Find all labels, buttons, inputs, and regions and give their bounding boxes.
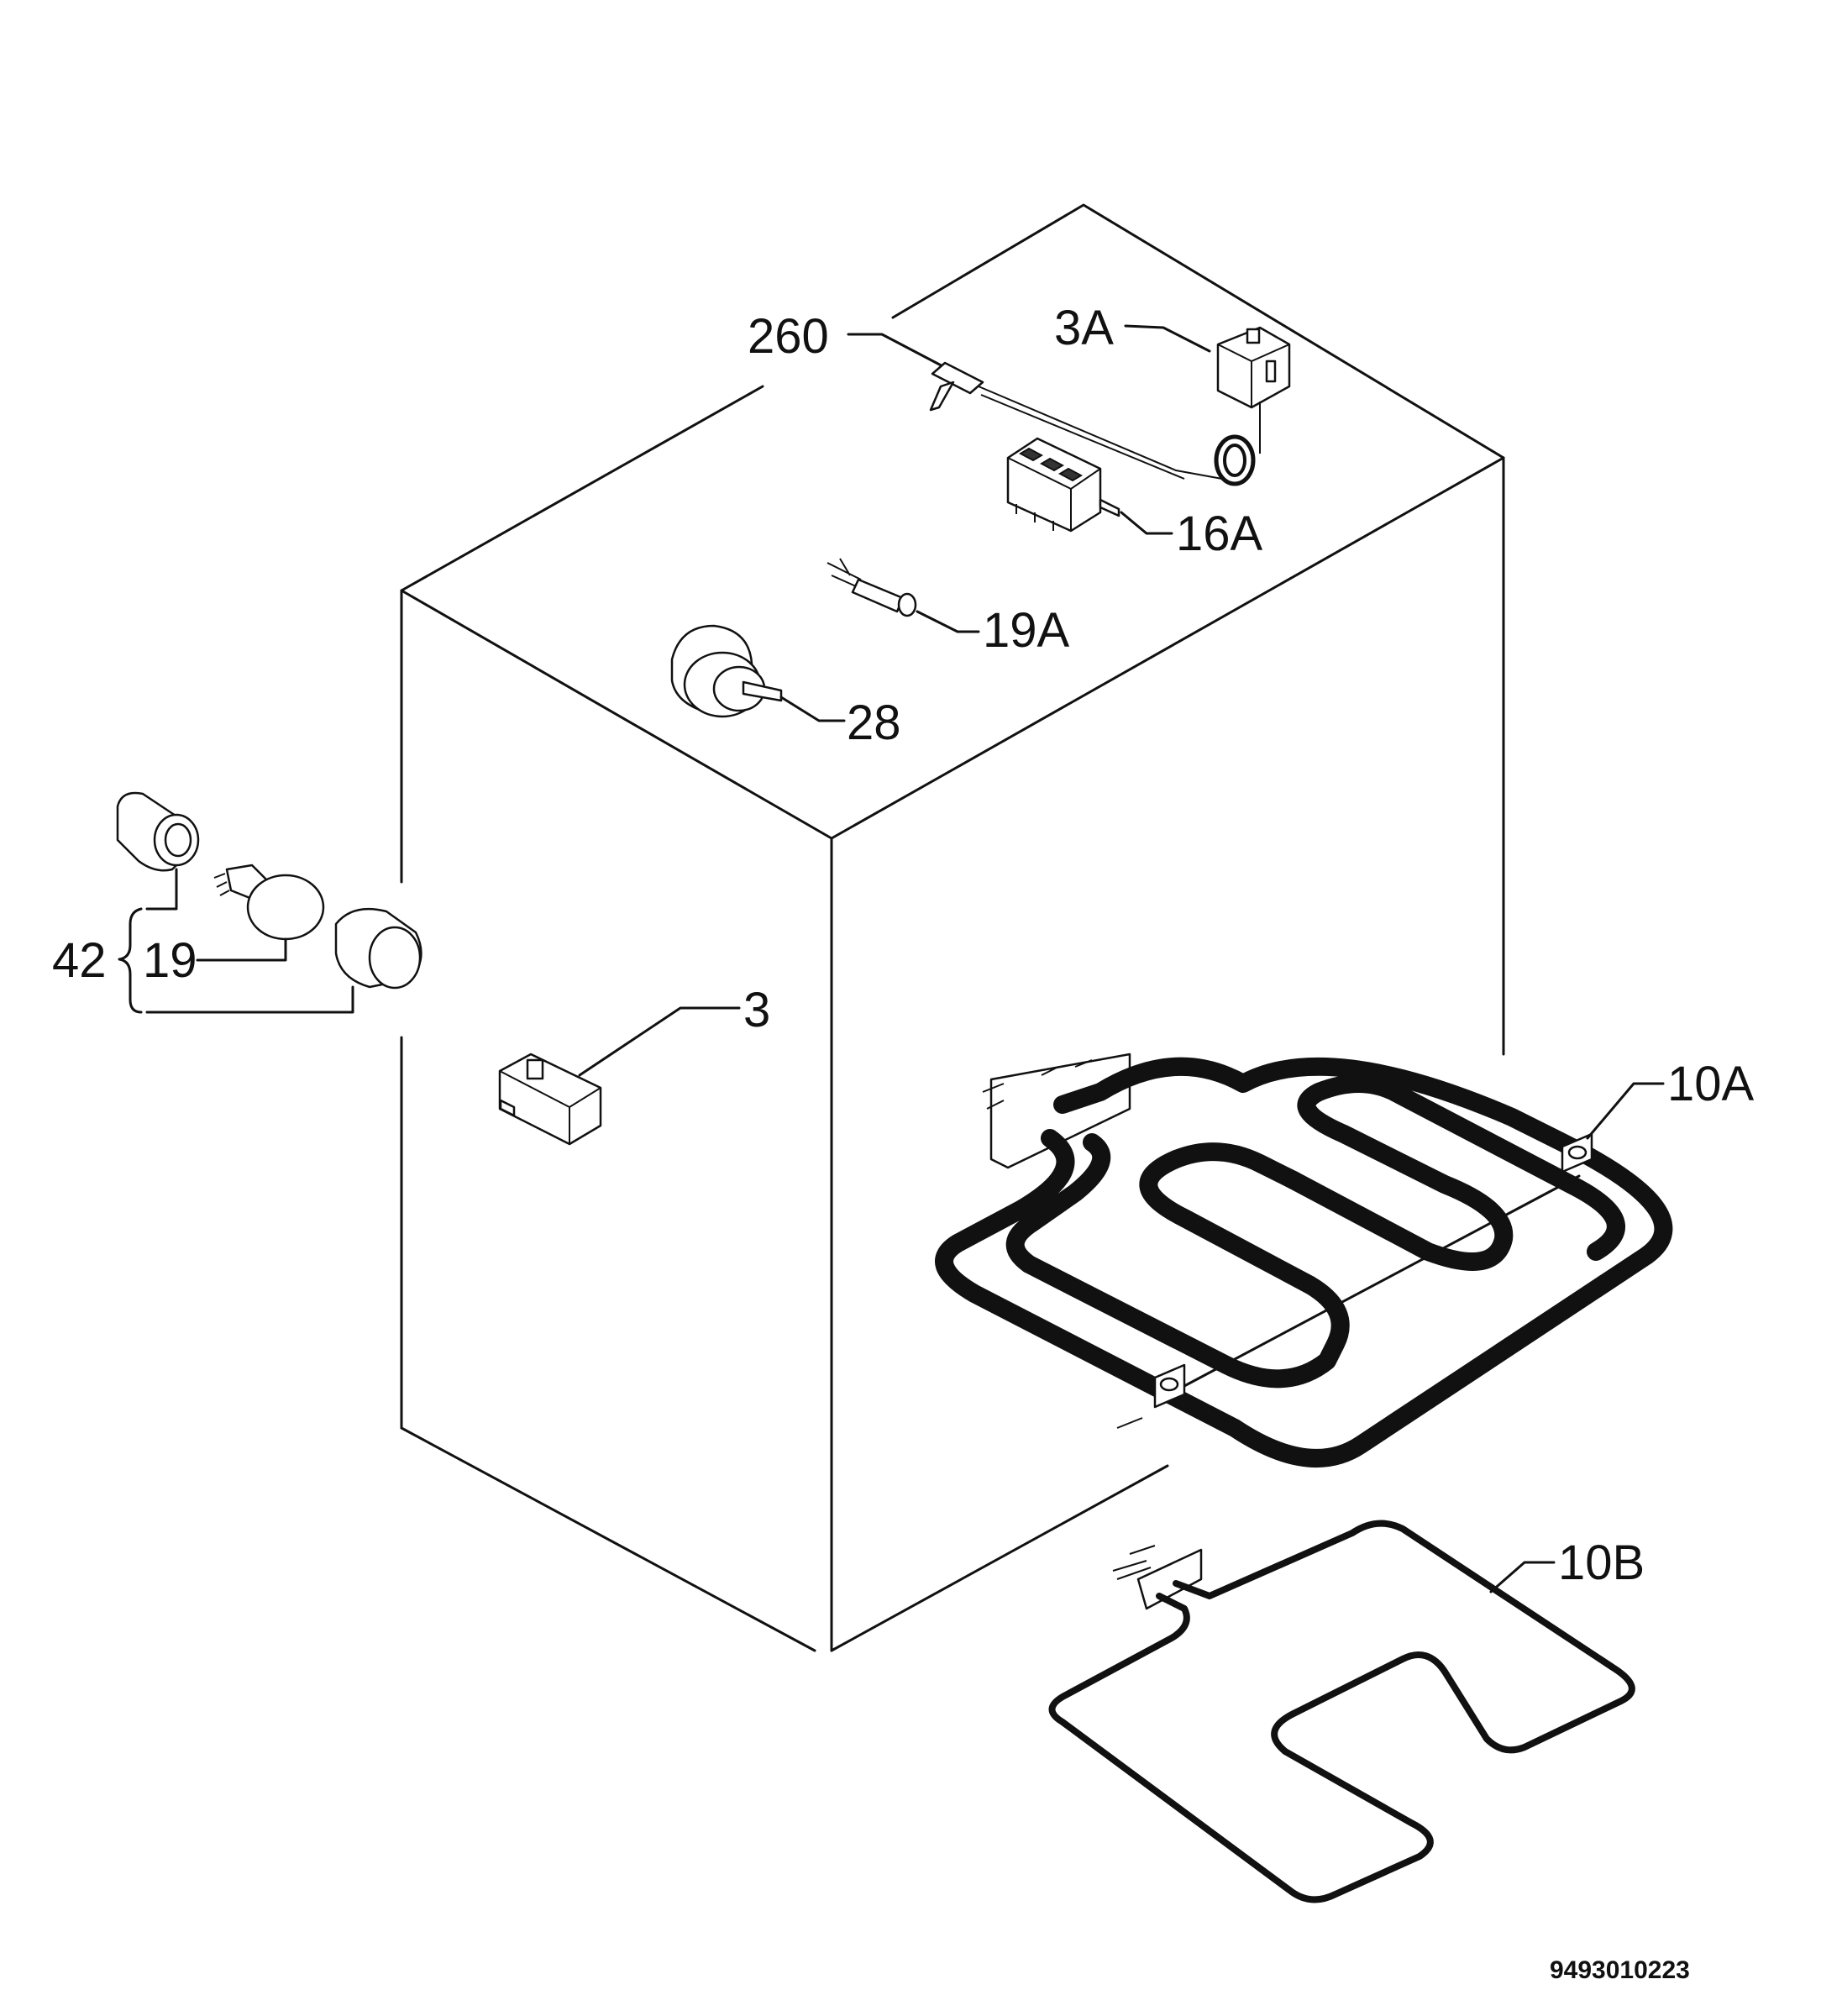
label-28: 28 (847, 696, 901, 750)
label-10A: 10A (1667, 1057, 1755, 1111)
part-19A-indicator-lamp (827, 558, 980, 633)
label-19A: 19A (983, 603, 1070, 658)
part-28-rotary-control (670, 624, 846, 722)
label-3: 3 (743, 983, 770, 1037)
label-16A: 16A (1176, 507, 1263, 561)
part-3-switch (498, 1006, 741, 1146)
oven-cavity-box (400, 203, 1505, 1652)
part-3A-thermostat (1124, 324, 1291, 486)
part-16A-selector-switch (1006, 437, 1173, 535)
label-260: 260 (748, 309, 829, 364)
part-42-lamp-assembly (116, 791, 422, 1014)
label-10B: 10B (1558, 1536, 1645, 1590)
label-19: 19 (143, 933, 197, 988)
part-260-sensor-probe (847, 333, 1223, 480)
document-number: 9493010223 (1550, 1956, 1690, 1984)
label-3A: 3A (1054, 301, 1114, 355)
part-10A-grill-element (935, 1053, 1673, 1467)
label-42: 42 (52, 933, 107, 988)
part-10B-base-element (1048, 1520, 1635, 1903)
